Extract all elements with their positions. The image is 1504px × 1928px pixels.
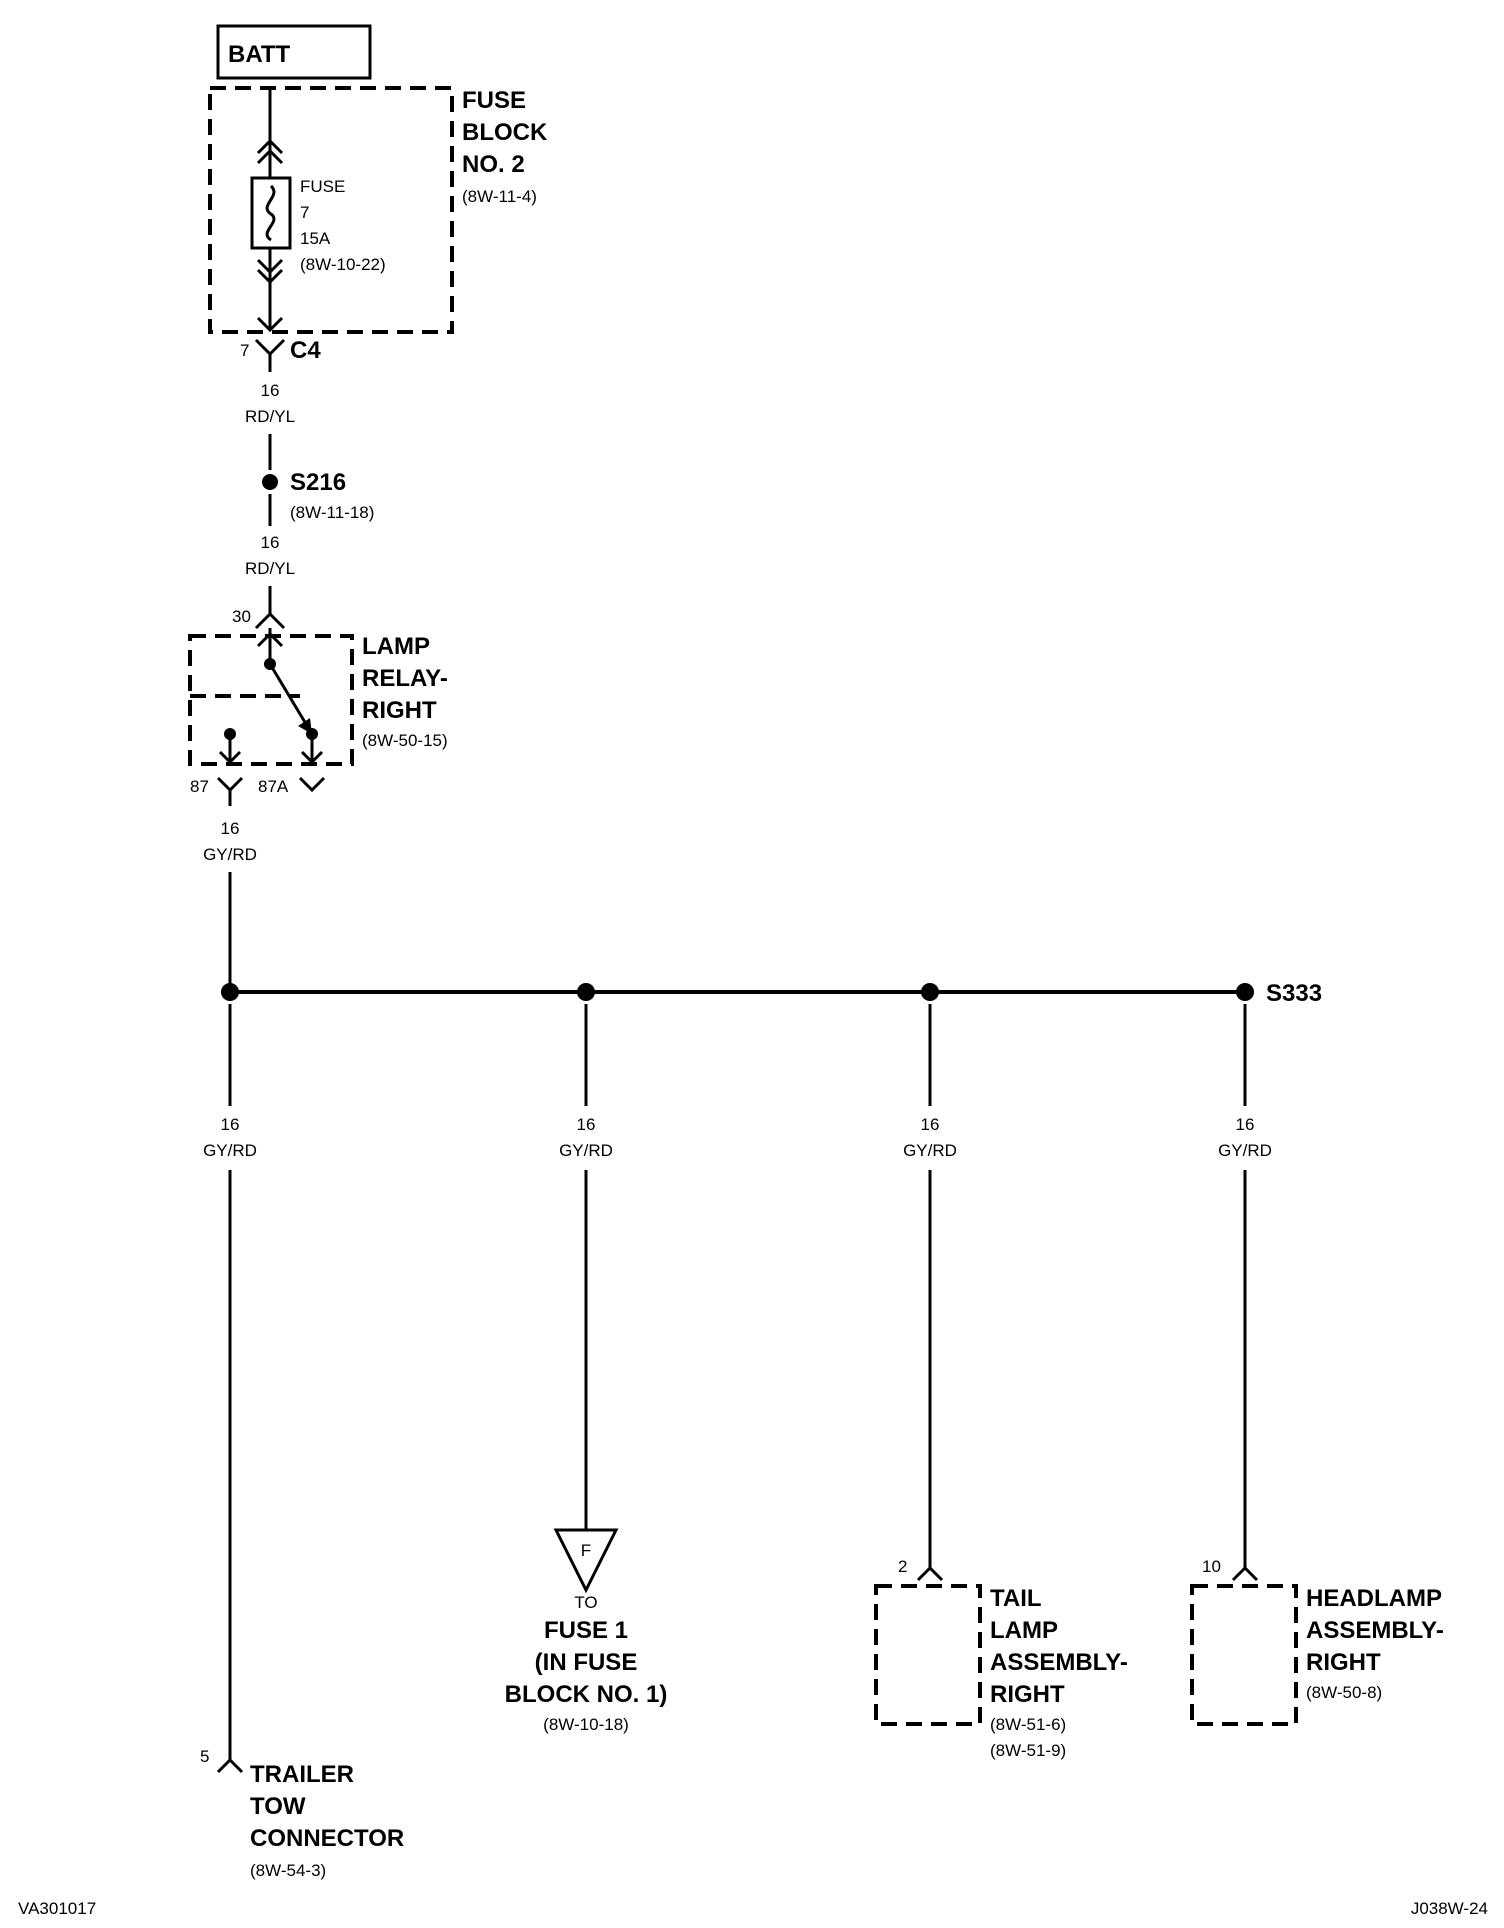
tail-ref1: (8W-51-6) bbox=[990, 1715, 1066, 1734]
trailer-line3: CONNECTOR bbox=[250, 1825, 404, 1852]
wire-b-color: RD/YL bbox=[245, 559, 295, 578]
bus-node-headlamp bbox=[1236, 983, 1254, 1001]
trailer-connector-icon bbox=[216, 1757, 244, 1774]
fuse-ref: (8W-10-22) bbox=[300, 255, 386, 274]
relay-line3: RIGHT bbox=[362, 697, 437, 724]
fuse1-to: TO bbox=[574, 1593, 597, 1612]
fuse-block-2-line2: BLOCK bbox=[462, 119, 548, 146]
headlamp-pin: 10 bbox=[1202, 1557, 1221, 1576]
fuse-number: 7 bbox=[300, 203, 309, 222]
branch-fuse1-color: GY/RD bbox=[559, 1141, 613, 1160]
headlamp-connector-icon bbox=[1231, 1565, 1259, 1582]
bus-node-trailer bbox=[221, 983, 239, 1001]
relay-87a-arrow bbox=[300, 750, 324, 765]
fuse1-offpage-triangle-icon bbox=[553, 1528, 619, 1594]
pin-87-connector-icon bbox=[216, 776, 244, 793]
relay-pin30-connector-icon bbox=[254, 611, 286, 630]
bus-node-tail bbox=[921, 983, 939, 1001]
tail-line1: TAIL bbox=[990, 1585, 1042, 1612]
tail-connector-icon bbox=[916, 1565, 944, 1582]
tail-line3: ASSEMBLY- bbox=[990, 1649, 1128, 1676]
wire-c-color: GY/RD bbox=[203, 845, 257, 864]
branch-trailer-gauge: 16 bbox=[221, 1115, 240, 1134]
headlamp-box bbox=[1190, 1584, 1298, 1726]
fuse-block-2-line1: FUSE bbox=[462, 87, 526, 114]
relay-line1: LAMP bbox=[362, 633, 430, 660]
branch-fuse1-gauge: 16 bbox=[577, 1115, 596, 1134]
fuse-block-2-line3: NO. 2 bbox=[462, 151, 525, 178]
fuse-block-2-ref: (8W-11-4) bbox=[462, 187, 537, 206]
s216-splice-dot bbox=[262, 474, 278, 490]
batt-box bbox=[216, 24, 372, 80]
batt-label: BATT bbox=[228, 41, 291, 68]
c4-connector-icon bbox=[254, 338, 286, 357]
tail-line2: LAMP bbox=[990, 1617, 1058, 1644]
c4-pin: 7 bbox=[240, 341, 249, 360]
fuse-terminal-upper-1 bbox=[256, 138, 284, 155]
trailer-line2: TOW bbox=[250, 1793, 306, 1820]
fuse-element-icon bbox=[265, 184, 276, 242]
s333-name: S333 bbox=[1266, 980, 1322, 1007]
branch-headlamp-gauge: 16 bbox=[1236, 1115, 1255, 1134]
relay-ref: (8W-50-15) bbox=[362, 731, 448, 750]
s216-ref: (8W-11-18) bbox=[290, 503, 374, 522]
relay-switch-arm bbox=[268, 663, 308, 725]
relay-common-arrow bbox=[256, 631, 284, 648]
fuse-label: FUSE bbox=[300, 177, 345, 196]
relay-87-arrow bbox=[218, 750, 242, 765]
fuse-terminal-lower-2 bbox=[256, 268, 284, 285]
fuse1-ref: (8W-10-18) bbox=[543, 1715, 629, 1734]
headlamp-line1: HEADLAMP bbox=[1306, 1585, 1442, 1612]
c4-terminal-arrow bbox=[256, 316, 284, 333]
branch-trailer-color: GY/RD bbox=[203, 1141, 257, 1160]
tail-ref2: (8W-51-9) bbox=[990, 1741, 1066, 1760]
fuse-terminal-upper-2 bbox=[256, 148, 284, 165]
headlamp-ref: (8W-50-8) bbox=[1306, 1683, 1382, 1702]
relay-line2: RELAY- bbox=[362, 665, 448, 692]
wire-a-color: RD/YL bbox=[245, 407, 295, 426]
relay-pin-30: 30 bbox=[232, 607, 251, 626]
tail-pin: 2 bbox=[898, 1557, 907, 1576]
trailer-pin: 5 bbox=[200, 1747, 209, 1766]
branch-tail-color: GY/RD bbox=[903, 1141, 957, 1160]
branch-tail-gauge: 16 bbox=[921, 1115, 940, 1134]
fuse1-symbol: F bbox=[581, 1541, 591, 1560]
fuse1-line3: BLOCK NO. 1) bbox=[505, 1681, 668, 1708]
trailer-line1: TRAILER bbox=[250, 1761, 354, 1788]
trailer-ref: (8W-54-3) bbox=[250, 1861, 326, 1880]
tail-line4: RIGHT bbox=[990, 1681, 1065, 1708]
fuse-terminal-lower-1 bbox=[256, 258, 284, 275]
wire-a-gauge: 16 bbox=[261, 381, 280, 400]
bus-node-fuse1 bbox=[577, 983, 595, 1001]
fuse-rating: 15A bbox=[300, 229, 331, 248]
fuse-block-2-box bbox=[208, 86, 454, 334]
c4-name: C4 bbox=[290, 337, 321, 364]
branch-headlamp-color: GY/RD bbox=[1218, 1141, 1272, 1160]
tail-lamp-box bbox=[874, 1584, 982, 1726]
relay-pin-87a: 87A bbox=[258, 777, 289, 796]
footer-left-code: VA301017 bbox=[18, 1899, 96, 1918]
headlamp-line2: ASSEMBLY- bbox=[1306, 1617, 1444, 1644]
fuse1-line1: FUSE 1 bbox=[544, 1617, 628, 1644]
headlamp-line3: RIGHT bbox=[1306, 1649, 1381, 1676]
relay-pin-87: 87 bbox=[190, 777, 209, 796]
wire-b-gauge: 16 bbox=[261, 533, 280, 552]
footer-right-code: J038W-24 bbox=[1411, 1899, 1488, 1918]
fuse1-line2: (IN FUSE bbox=[535, 1649, 638, 1676]
wire-c-gauge: 16 bbox=[221, 819, 240, 838]
pin-87a-connector-icon bbox=[298, 776, 326, 793]
s216-name: S216 bbox=[290, 469, 346, 496]
